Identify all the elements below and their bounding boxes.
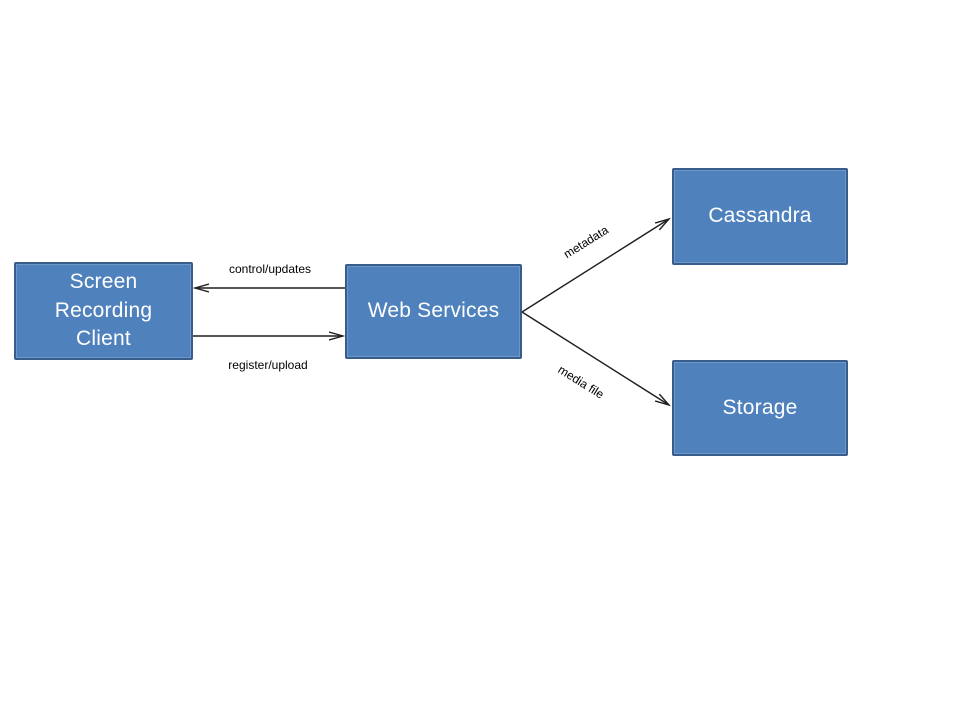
node-web-services: Web Services: [345, 264, 522, 359]
node-cassandra: Cassandra: [672, 168, 848, 265]
node-storage-label: Storage: [722, 395, 798, 419]
edge-label-register-upload: register/upload: [228, 358, 308, 372]
node-web-services-label: Web Services: [367, 299, 500, 323]
edge-label-metadata: metadata: [561, 222, 611, 262]
node-screen-recording-client-label: Screen Recording Client: [54, 269, 153, 351]
edge-label-control-updates: control/updates: [228, 262, 312, 276]
node-cassandra-label: Cassandra: [708, 204, 812, 228]
edge-label-media-file: media file: [555, 362, 607, 402]
node-storage: Storage: [672, 360, 848, 456]
node-screen-recording-client: Screen Recording Client: [14, 262, 193, 360]
